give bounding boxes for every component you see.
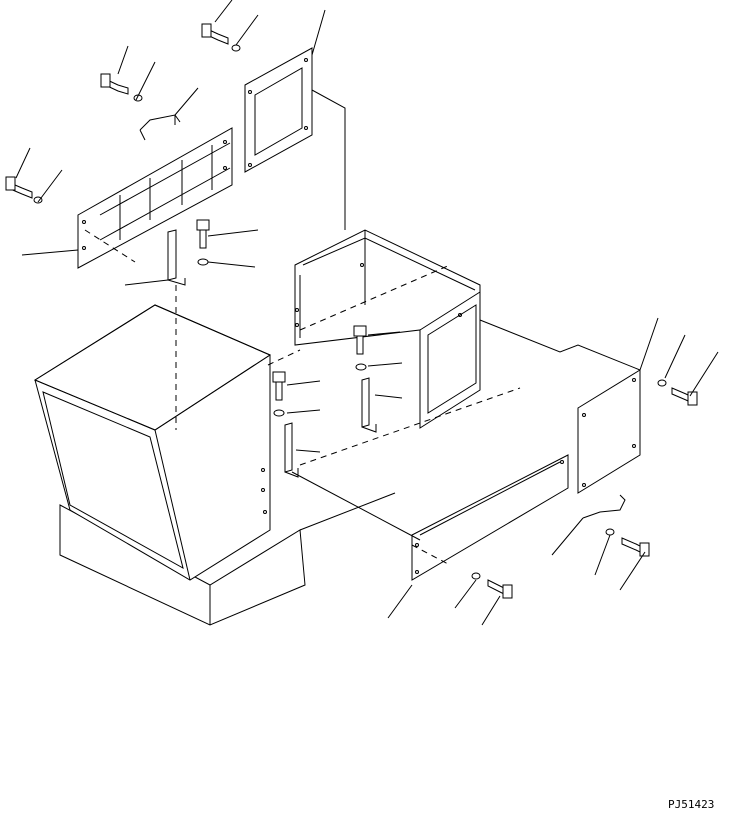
main-housing-block <box>33 304 306 626</box>
figure-code: PJ51423 <box>668 798 714 811</box>
right-cover-panel <box>577 369 641 494</box>
bolt-icon <box>353 325 367 355</box>
bracket-left <box>167 229 186 286</box>
frame-structure <box>294 229 481 429</box>
left-cover-panel <box>77 127 233 269</box>
bracket-right <box>284 422 299 478</box>
lower-cover-panel <box>411 454 569 581</box>
washer-icon <box>605 528 615 536</box>
bolt-icon <box>5 176 33 199</box>
top-cover-plate <box>244 47 313 173</box>
bracket-center <box>361 377 377 433</box>
washer-icon <box>355 363 367 371</box>
bolt-icon <box>272 371 286 401</box>
leader-lines <box>15 0 719 626</box>
phantom-lines <box>84 229 521 566</box>
bolt-icon <box>201 23 229 45</box>
washer-icon <box>657 379 667 387</box>
right-handle <box>582 494 626 519</box>
bolt-icon <box>100 73 129 95</box>
washer-icon <box>471 572 481 580</box>
washer-icon <box>273 409 285 417</box>
bolt-icon <box>621 537 650 557</box>
washer-icon <box>231 44 241 52</box>
bolt-icon <box>196 219 210 249</box>
bolt-icon <box>487 579 513 599</box>
left-handle <box>139 114 181 141</box>
washer-icon <box>197 258 209 266</box>
